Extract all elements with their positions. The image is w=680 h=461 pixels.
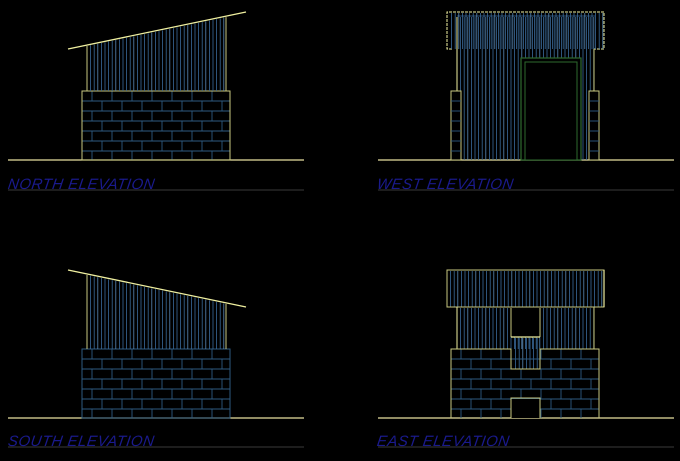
east-elevation-drawing xyxy=(378,269,674,419)
south-elevation-drawing xyxy=(8,269,304,419)
west-elevation-title: WEST ELEVATION xyxy=(375,176,515,193)
north-elevation-title: NORTH ELEVATION xyxy=(6,176,157,193)
west-elevation-drawing xyxy=(378,11,674,161)
title-underlines xyxy=(8,189,674,448)
south-elevation-title: SOUTH ELEVATION xyxy=(6,433,156,450)
east-elevation-title: EAST ELEVATION xyxy=(375,433,511,450)
north-elevation-drawing xyxy=(8,11,304,161)
